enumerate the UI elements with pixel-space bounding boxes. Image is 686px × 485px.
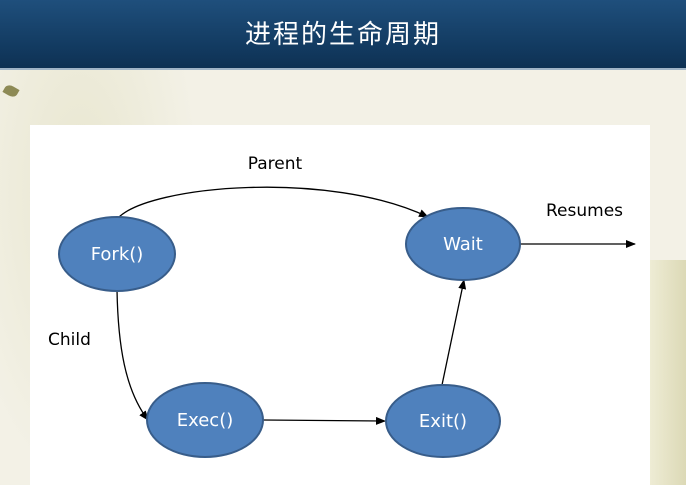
edge-exit-to-wait xyxy=(441,279,467,386)
edge-exec-to-exit xyxy=(262,416,386,425)
node-exec-label: Exec() xyxy=(177,410,234,431)
node-fork-label: Fork() xyxy=(91,244,144,265)
node-exec: Exec() xyxy=(146,382,264,458)
node-exit-label: Exit() xyxy=(419,411,467,432)
decorative-background-right xyxy=(646,260,686,485)
edge-child xyxy=(116,289,149,421)
node-exit: Exit() xyxy=(385,384,501,458)
title-bar: 进程的生命周期 xyxy=(0,0,686,70)
node-wait: Wait xyxy=(405,207,521,281)
node-fork-shape xyxy=(58,216,176,292)
edge-parent xyxy=(117,186,429,219)
node-fork: Fork() xyxy=(58,216,176,292)
node-wait-shape xyxy=(405,207,521,281)
slide-title: 进程的生命周期 xyxy=(244,20,441,50)
edge-label-resumes: Resumes xyxy=(546,201,623,221)
edge-label-child: Child xyxy=(48,330,91,350)
diagram-canvas xyxy=(30,125,650,485)
node-exec-shape xyxy=(146,382,264,458)
node-exit-shape xyxy=(385,384,501,458)
edge-label-parent: Parent xyxy=(248,154,303,174)
node-wait-label: Wait xyxy=(443,234,483,255)
